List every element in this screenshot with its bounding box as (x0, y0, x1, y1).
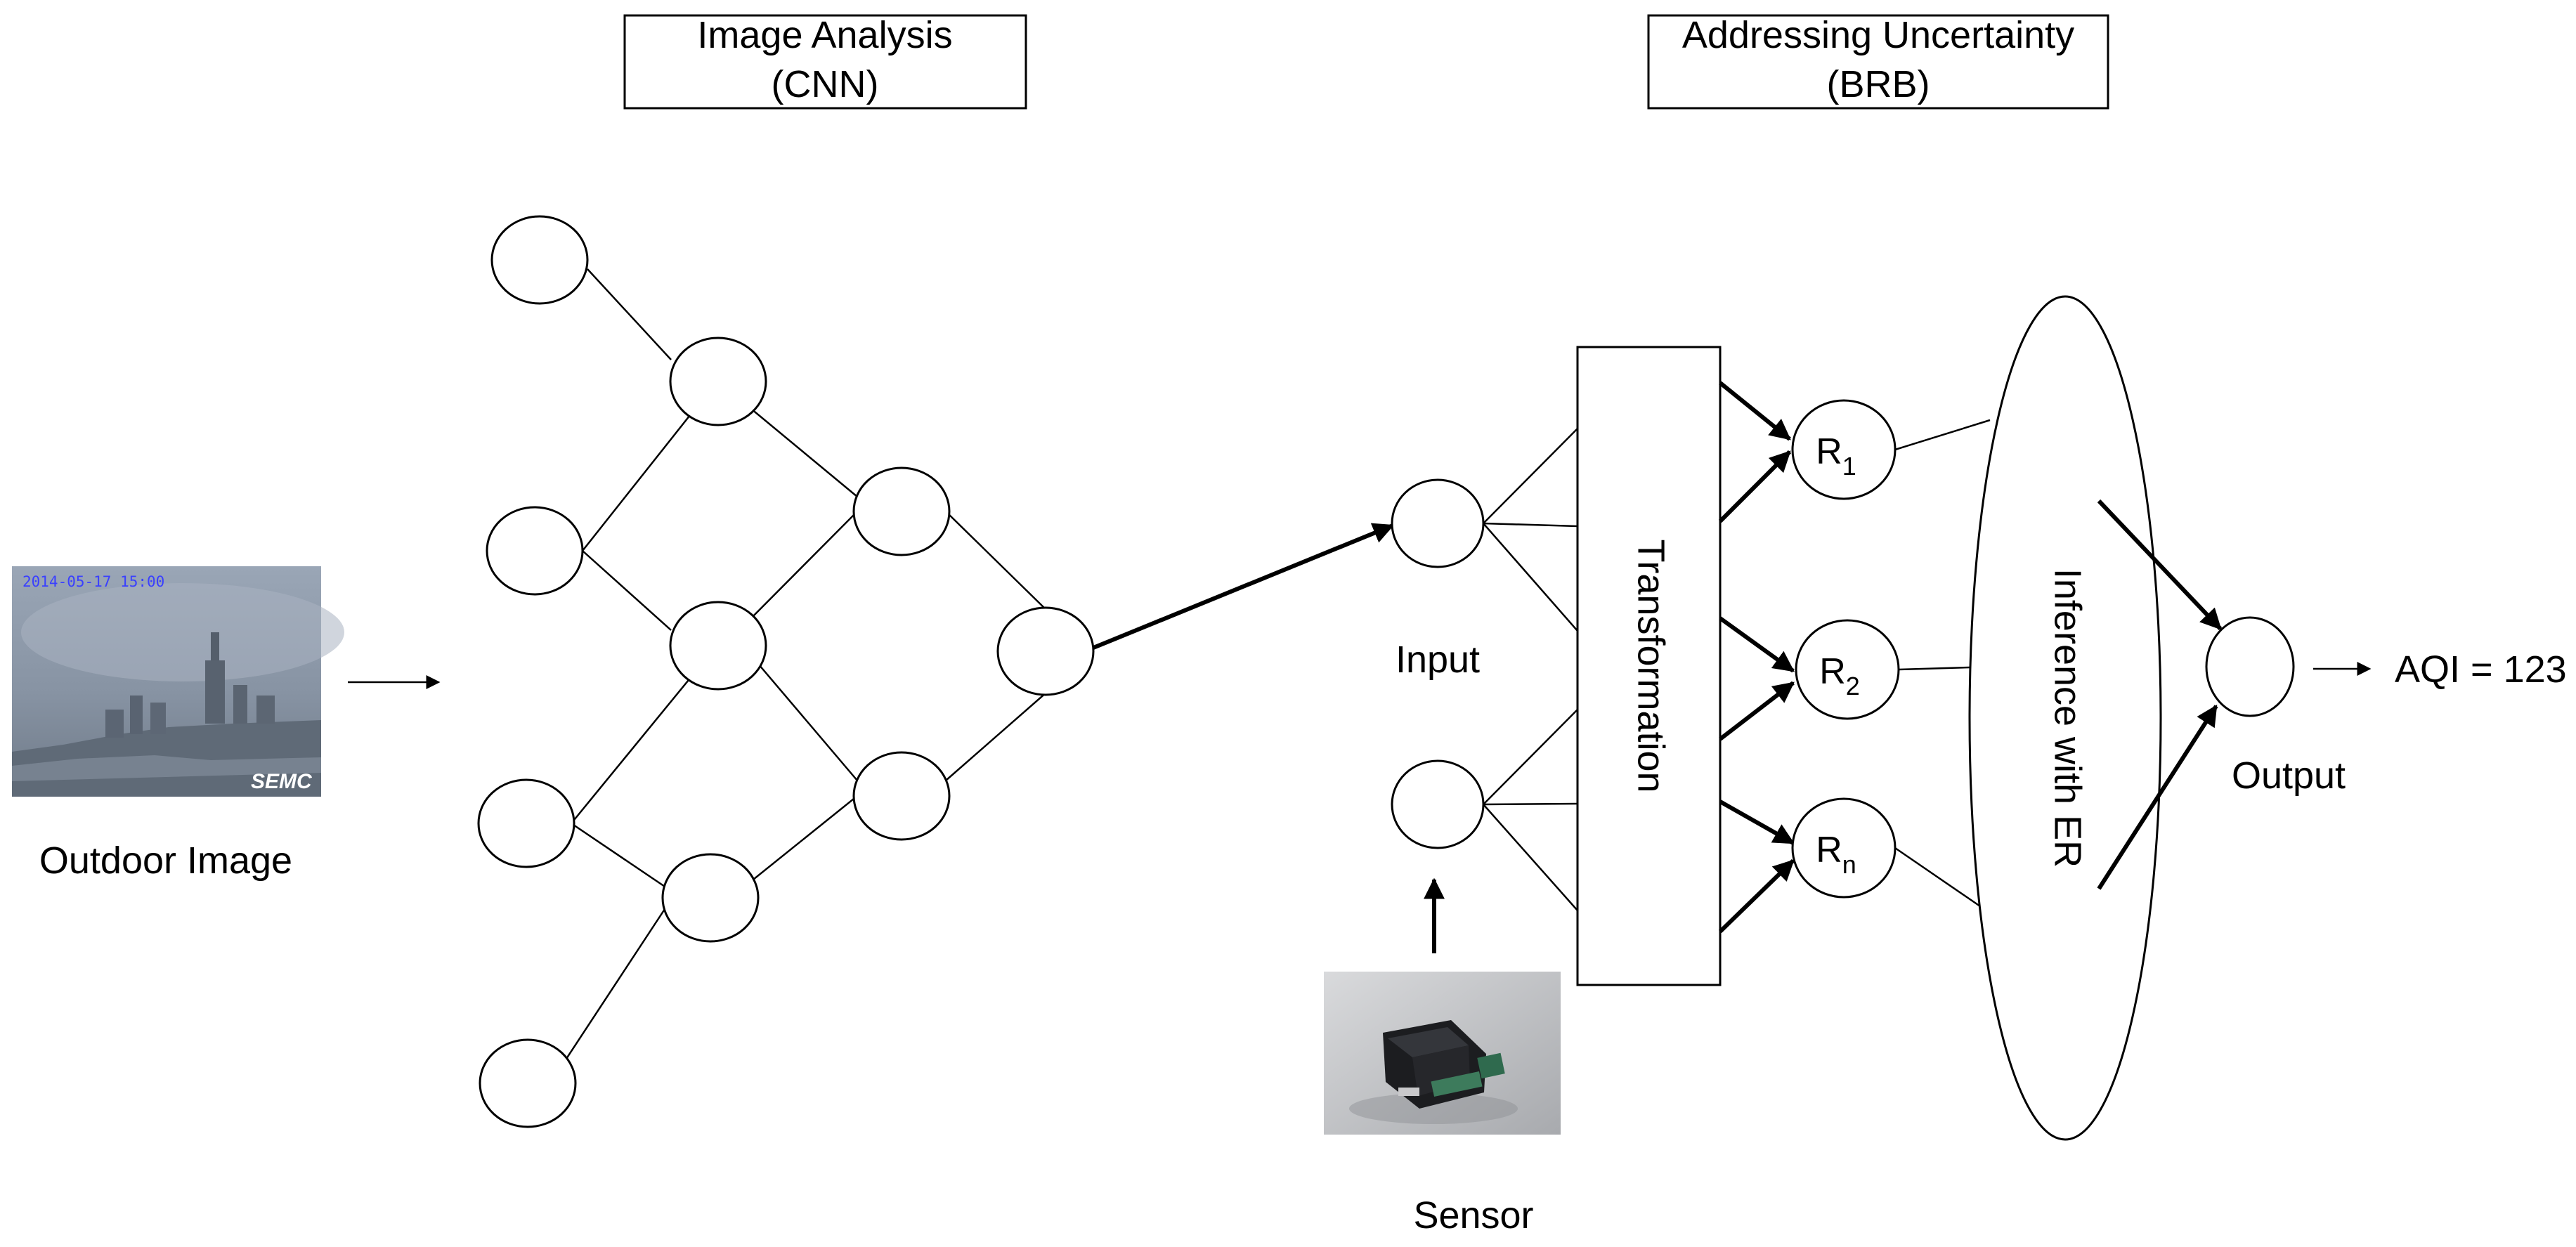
svg-text:R2: R2 (1819, 651, 1860, 700)
cnn-layer-3 (852, 466, 951, 841)
outdoor-image-label: Outdoor Image (39, 840, 292, 882)
cnn-node (852, 751, 951, 841)
cnn-node (669, 337, 767, 426)
cnn-node (486, 506, 584, 596)
cnn-layer-1 (477, 215, 589, 1128)
cnn-to-input-arrow (1092, 523, 1395, 650)
input-label: Input (1396, 639, 1480, 681)
rules-to-inference-lines (1894, 419, 1991, 908)
cnn-node (479, 1038, 577, 1128)
brb-title-line1: Addressing Uncertainty (1682, 14, 2074, 56)
svg-text:R1: R1 (1816, 431, 1856, 481)
svg-text:Rn: Rn (1816, 830, 1856, 879)
transformation-to-rules-arrows (1718, 381, 1795, 934)
cnn-title-line1: Image Analysis (697, 14, 952, 56)
cnn-node (669, 601, 767, 691)
inference-to-output-arrow-bottom (2097, 704, 2218, 890)
cnn-node (661, 853, 760, 943)
cnn-title-line2: (CNN) (772, 63, 879, 105)
cnn-title-box: Image Analysis (CNN) (623, 14, 1027, 110)
inference-label: Inference with ER (2047, 568, 2089, 868)
cnn-output-node (996, 606, 1095, 696)
camera-watermark: SEMC (251, 770, 313, 793)
sensor-label: Sensor (1413, 1194, 1533, 1236)
rule-node-r1: R1 (1791, 399, 1897, 500)
cnn-connections (549, 268, 1048, 1084)
inference-ellipse (1968, 295, 2162, 1141)
input-node-sensor (1391, 759, 1485, 849)
output-node (2205, 616, 2295, 717)
input-to-transformation-lines (1483, 428, 1578, 911)
inference-to-output-arrow-top (2097, 499, 2223, 631)
input-node-image (1391, 478, 1485, 568)
transformation-box (1576, 346, 1722, 986)
cnn-node (490, 215, 589, 305)
transformation-label: Transformation (1630, 539, 1672, 792)
brb-title-line2: (BRB) (1827, 63, 1930, 105)
sensor-image (1324, 972, 1561, 1135)
output-label: Output (2232, 755, 2346, 797)
camera-timestamp: 2014-05-17 15:00 (22, 573, 164, 590)
cnn-node (852, 466, 951, 556)
rule-node-rn: Rn (1791, 797, 1897, 899)
aqi-result: AQI = 123 (2395, 648, 2567, 691)
rule-node-r2: R2 (1795, 619, 1900, 720)
cnn-node (477, 778, 575, 868)
outdoor-image: 2014-05-17 15:00 SEMC (12, 566, 344, 797)
cnn-layer-2 (661, 337, 767, 943)
brb-title-box: Addressing Uncertainty (BRB) (1647, 14, 2109, 110)
